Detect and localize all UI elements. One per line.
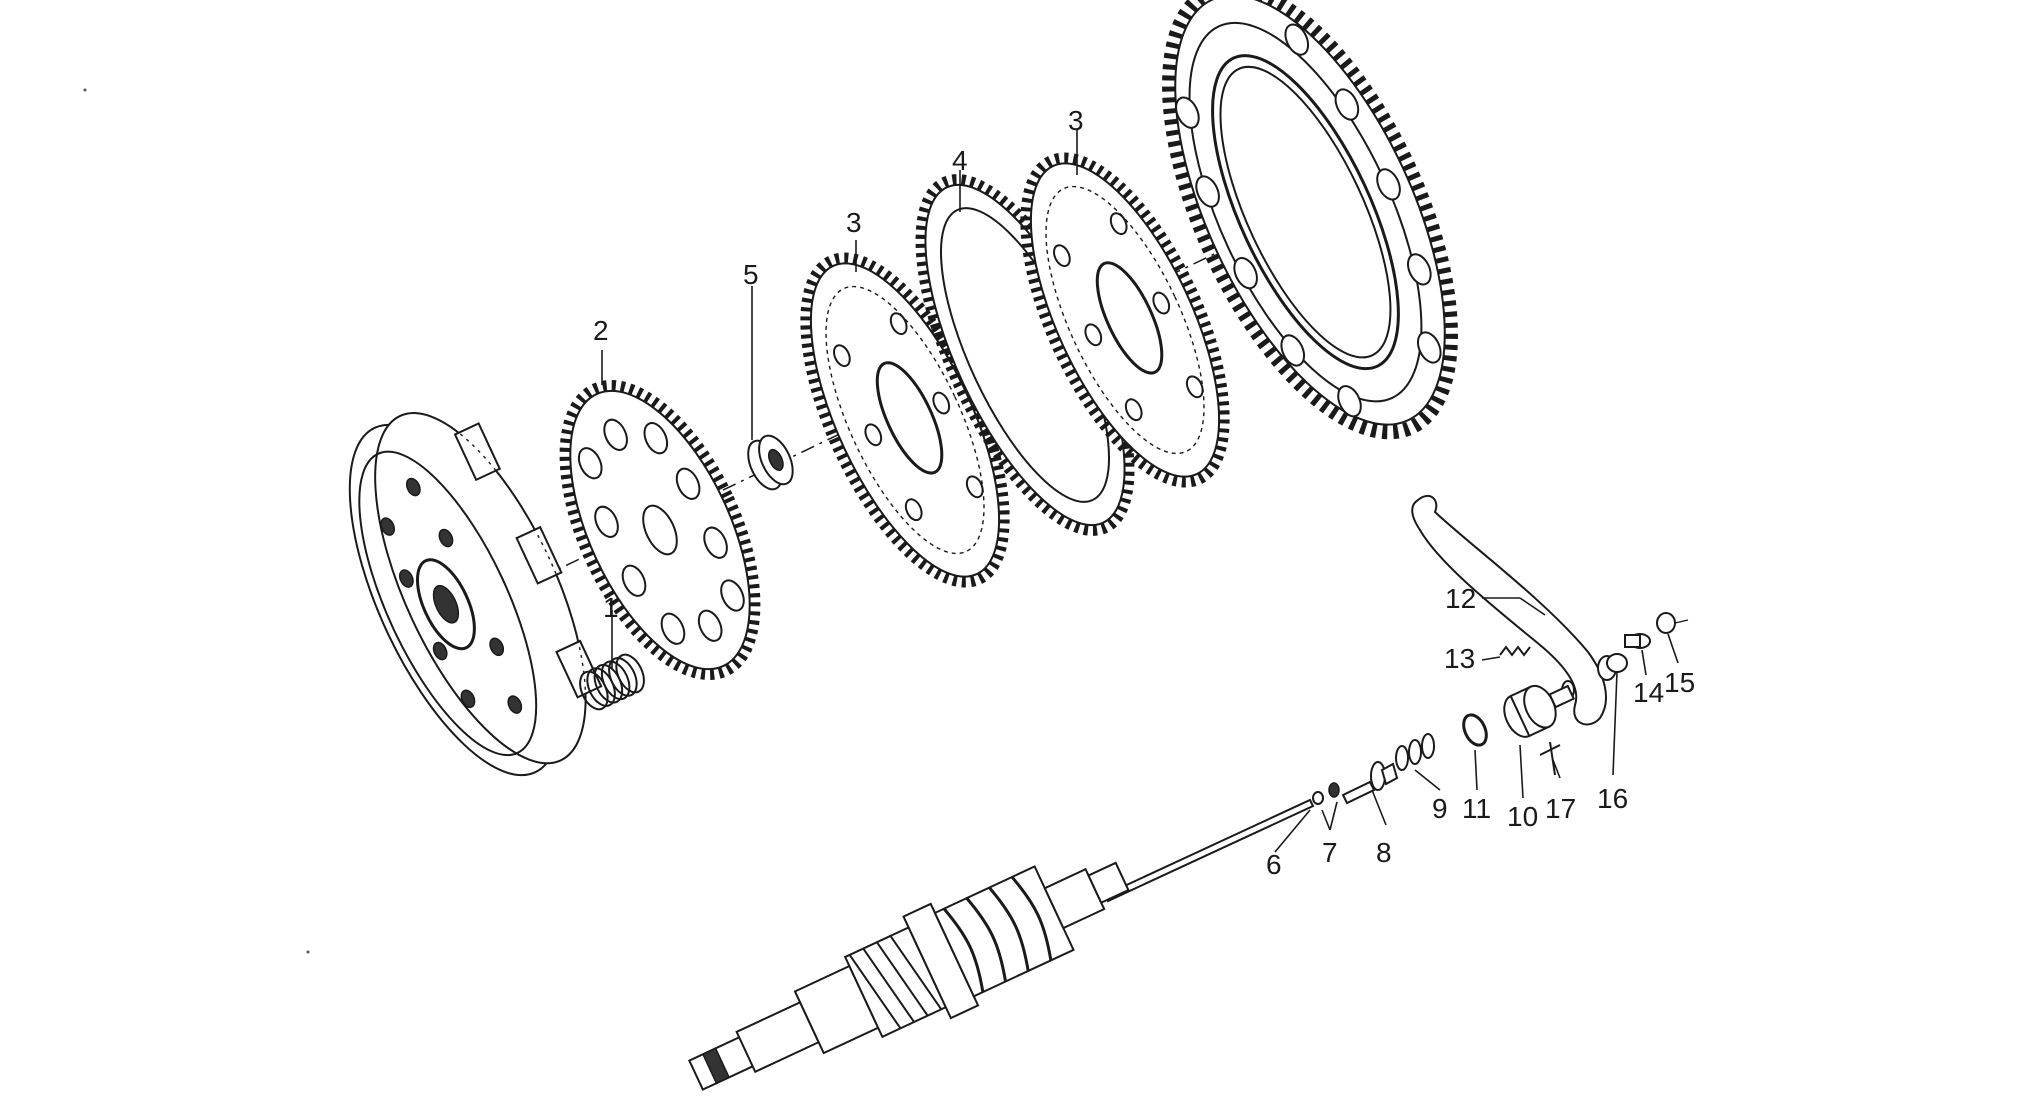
callout-3: 3	[846, 207, 862, 238]
callout-12: 12	[1445, 583, 1476, 614]
part-15-nut	[1656, 612, 1689, 634]
clutch-housing	[348, 412, 603, 777]
part-8-push-piece	[1341, 761, 1399, 805]
input-shaft	[687, 861, 1130, 1091]
part-6-push-rod	[1103, 798, 1315, 903]
part-5-hub	[747, 434, 794, 491]
callout-4: 4	[952, 145, 968, 176]
callout-9: 9	[1432, 793, 1448, 824]
callout-7: 7	[1322, 837, 1338, 868]
callout-2: 2	[593, 315, 609, 346]
callout-3: 3	[1068, 105, 1084, 136]
callout-15: 15	[1664, 667, 1695, 698]
part-1-spring	[579, 653, 645, 711]
leader-lines	[601, 130, 1679, 853]
callout-17: 17	[1545, 793, 1576, 824]
part-14-bushing	[1624, 633, 1651, 649]
callout-labels: 1 2 3 3 4 5 6 7 8 9 11 10 17 16 12 13 14…	[593, 105, 1695, 880]
part-7-ball-seal	[1312, 782, 1340, 805]
part-10-thrust-piece	[1503, 684, 1576, 738]
callout-11: 11	[1462, 793, 1491, 824]
callout-16: 16	[1597, 783, 1628, 814]
callout-14: 14	[1633, 677, 1664, 708]
callout-13: 13	[1444, 643, 1475, 674]
callout-8: 8	[1376, 837, 1392, 868]
part-13-spring-small	[1499, 645, 1531, 657]
part-12-clutch-lever	[1411, 494, 1617, 726]
part-11-o-ring	[1462, 713, 1488, 747]
callout-5: 5	[743, 259, 759, 290]
callout-6: 6	[1266, 849, 1282, 880]
callout-10: 10	[1507, 801, 1538, 832]
scan-specks	[83, 88, 310, 954]
part-9-washers	[1395, 733, 1435, 771]
callout-1: 1	[603, 592, 619, 623]
part-16-pin	[1606, 653, 1628, 673]
part-17-cotter-pin	[1539, 741, 1561, 776]
